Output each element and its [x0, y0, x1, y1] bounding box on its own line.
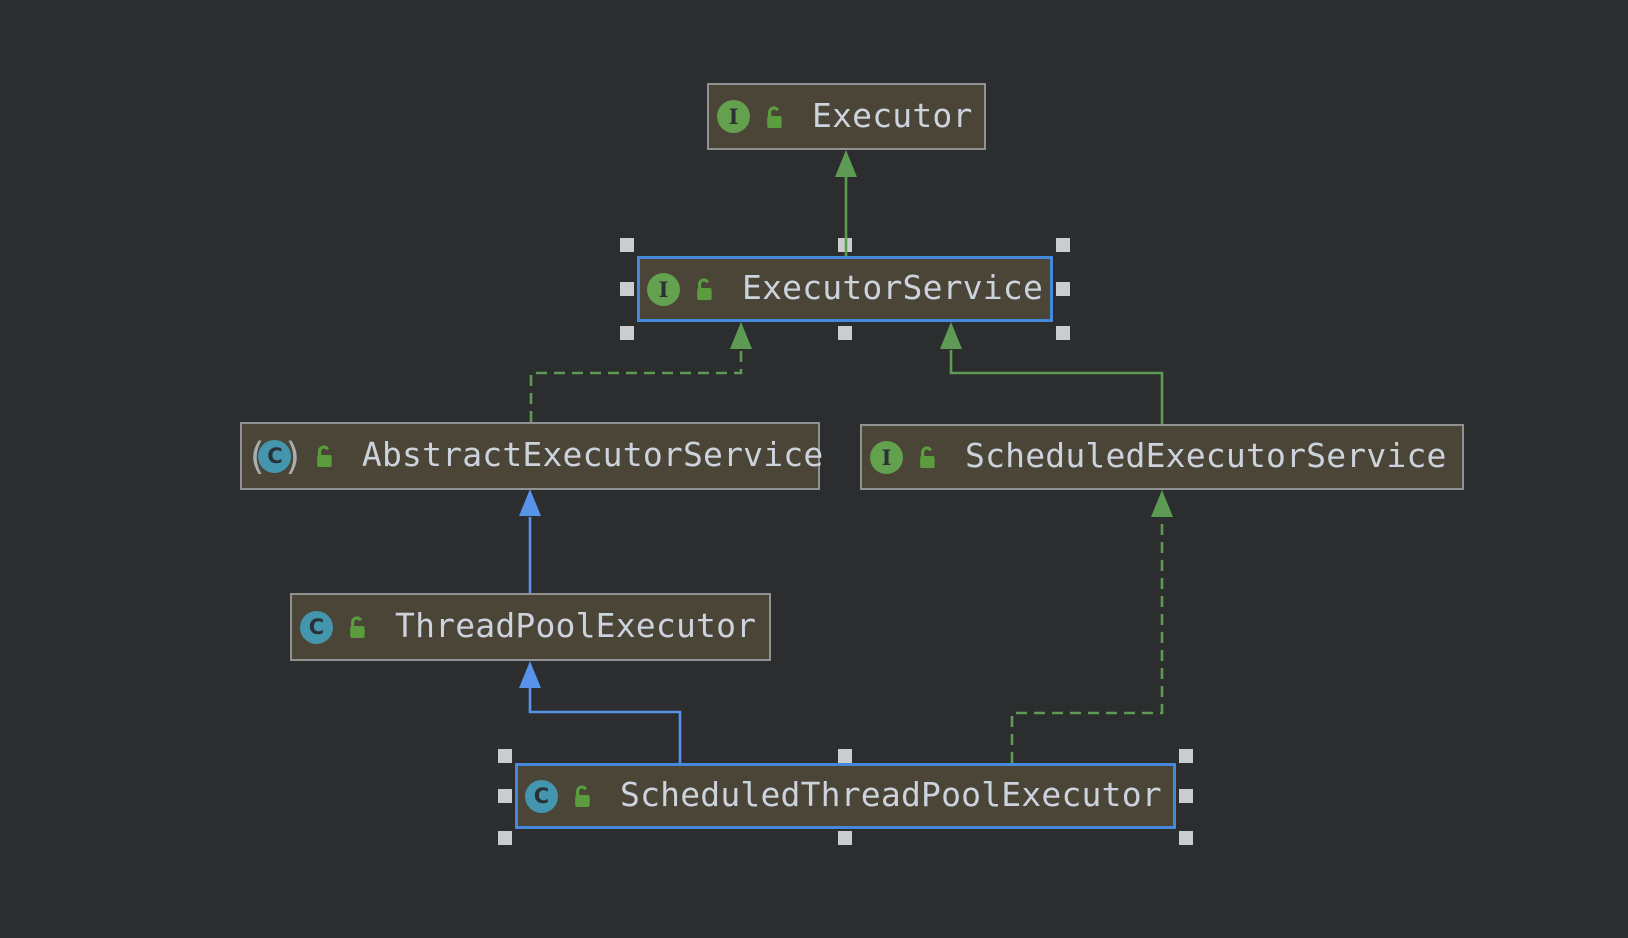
interface-icon: I: [717, 100, 750, 133]
arrowhead-icon: [1151, 490, 1173, 517]
public-lock-icon: [697, 278, 712, 301]
node-label: ScheduledExecutorService: [965, 436, 1447, 475]
abstract-class-icon: ( C ): [250, 434, 300, 478]
selection-handle[interactable]: [838, 326, 852, 340]
selection-handle[interactable]: [620, 282, 634, 296]
selection-handle[interactable]: [498, 831, 512, 845]
selection-handle[interactable]: [620, 326, 634, 340]
node-label: AbstractExecutorService: [361, 435, 824, 474]
public-lock-icon: [575, 785, 590, 808]
interface-icon: I: [647, 272, 680, 306]
selection-handle[interactable]: [498, 789, 512, 803]
edge-executorservice-extends-executor[interactable]: [835, 150, 857, 256]
node-executor[interactable]: I Executor: [707, 83, 986, 150]
selection-handle[interactable]: [498, 749, 512, 763]
edge-scheduledthreadpoolexecutor-implements-scheduledexecutorservice[interactable]: [1010, 490, 1173, 763]
selection-handle[interactable]: [1056, 326, 1070, 340]
node-label: Executor: [812, 95, 973, 135]
arrowhead-icon: [940, 322, 962, 349]
arrowhead-icon: [519, 489, 541, 516]
edge-scheduledexecutorservice-extends-executorservice[interactable]: [940, 322, 1164, 424]
selection-handle[interactable]: [1056, 282, 1070, 296]
selection-handle[interactable]: [620, 238, 634, 252]
class-icon: C: [525, 779, 558, 813]
node-label: ScheduledThreadPoolExecutor: [620, 775, 1162, 814]
arrowhead-icon: [835, 150, 857, 177]
node-abstract-executor-service[interactable]: ( C ) AbstractExecutorService: [240, 422, 823, 490]
selection-handle[interactable]: [838, 831, 852, 845]
selection-handle[interactable]: [1056, 238, 1070, 252]
edge-threadpoolexecutor-extends-abstractexecutorservice[interactable]: [519, 489, 541, 593]
arrowhead-icon: [519, 661, 541, 688]
public-lock-icon: [350, 616, 365, 639]
node-scheduled-executor-service[interactable]: I ScheduledExecutorService: [860, 424, 1464, 490]
public-lock-icon: [317, 445, 332, 468]
public-lock-icon: [920, 446, 935, 469]
class-icon: C: [300, 610, 333, 644]
edge-scheduledthreadpoolexecutor-extends-threadpoolexecutor[interactable]: [519, 661, 682, 763]
node-label: ThreadPoolExecutor: [395, 606, 757, 645]
edge-abstractexecutorservice-implements-executorservice[interactable]: [529, 322, 752, 422]
public-lock-icon: [767, 105, 782, 128]
selection-handle[interactable]: [1179, 749, 1193, 763]
interface-icon: I: [870, 440, 903, 474]
node-scheduled-thread-pool-executor[interactable]: C ScheduledThreadPoolExecutor: [515, 763, 1176, 829]
selection-handle[interactable]: [1179, 789, 1193, 803]
selection-handle[interactable]: [1179, 831, 1193, 845]
node-label: ExecutorService: [742, 268, 1044, 307]
selection-handle[interactable]: [838, 749, 852, 763]
node-thread-pool-executor[interactable]: C ThreadPoolExecutor: [290, 593, 771, 661]
node-executor-service[interactable]: I ExecutorService: [637, 256, 1053, 322]
arrowhead-icon: [730, 322, 752, 349]
